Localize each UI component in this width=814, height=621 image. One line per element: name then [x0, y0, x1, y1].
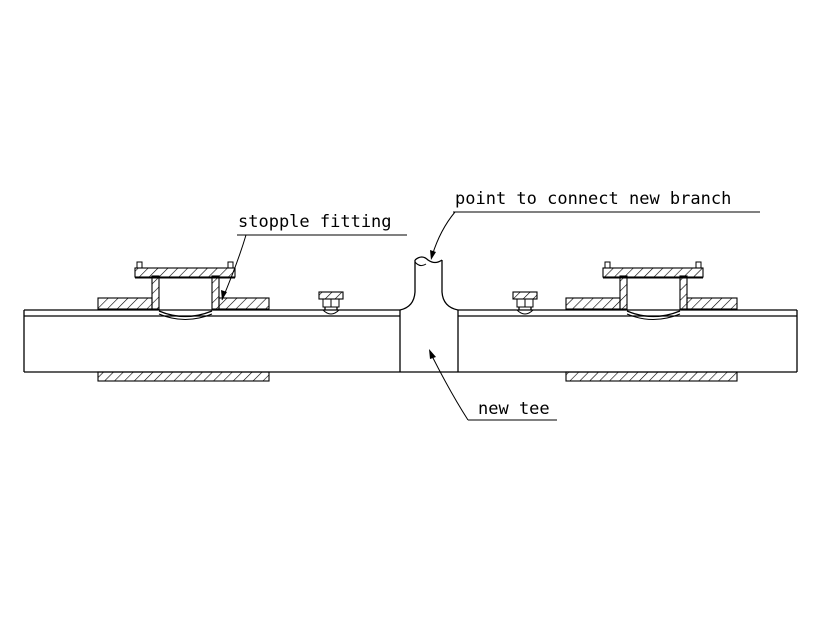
label-new-tee: new tee — [478, 399, 550, 419]
leader-new-tee — [429, 349, 557, 421]
label-stopple-fitting: stopple fitting — [238, 212, 392, 232]
main-pipe-right — [457, 309, 798, 373]
stopple-fitting-right — [565, 261, 738, 382]
small-fitting-right — [512, 291, 538, 315]
leader-stopple-fitting — [221, 234, 407, 301]
new-tee — [399, 256, 459, 373]
main-pipe-left — [23, 309, 401, 373]
label-branch-point: point to connect new branch — [455, 189, 732, 209]
small-fitting-left — [318, 291, 344, 315]
stopple-fitting-left — [97, 261, 270, 382]
leader-branch-point — [430, 211, 760, 260]
